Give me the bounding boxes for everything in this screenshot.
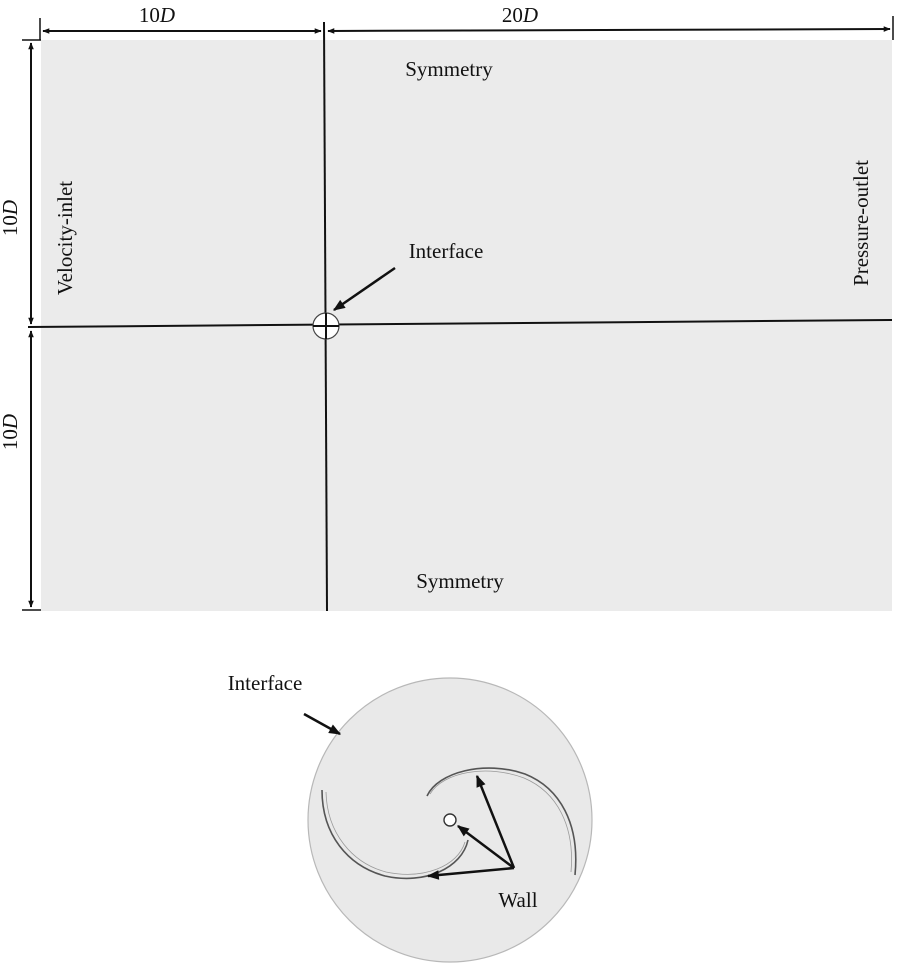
rotor-blade-lower <box>321 789 469 880</box>
dimension-lower-half-number: 10 <box>0 429 22 450</box>
dimension-lower-half-symbol: D <box>0 414 22 430</box>
dimension-upstream-number: 10 <box>139 3 160 27</box>
detail-interface-label: Interface <box>228 671 303 695</box>
wall-arrow-lower-blade <box>426 866 515 880</box>
boundary-inlet-label: Velocity-inlet <box>53 181 77 295</box>
dimension-lower-half: 10D <box>0 330 41 611</box>
dimension-upstream-symbol: D <box>159 3 175 27</box>
detail-interface-arrow <box>303 712 342 736</box>
dimension-upstream: 10D <box>39 3 322 40</box>
svg-text:20D: 20D <box>502 3 538 27</box>
rotor-shaft <box>443 813 457 827</box>
svg-text:10D: 10D <box>139 3 175 27</box>
computational-domain <box>27 21 893 612</box>
wall-label: Wall <box>498 888 537 912</box>
rotor-detail: Wall Interface <box>228 671 593 963</box>
dimension-downstream-number: 20 <box>502 3 523 27</box>
dimension-upper-half-number: 10 <box>0 215 22 236</box>
rotor-blade-upper <box>426 767 577 876</box>
dimension-arrow-downstream <box>327 26 891 34</box>
wall-arrow-upper-blade <box>475 774 516 869</box>
domain-horizontal-centerline <box>27 319 893 328</box>
dimension-upper-half-symbol: D <box>0 200 22 216</box>
svg-text:10D: 10D <box>0 200 22 236</box>
dimension-downstream: 20D <box>327 3 894 40</box>
boundary-outlet-label: Pressure-outlet <box>849 160 873 286</box>
svg-text:10D: 10D <box>0 414 22 450</box>
dimension-downstream-symbol: D <box>522 3 538 27</box>
domain-interface-label: Interface <box>409 239 484 263</box>
wall-arrow-shaft <box>457 825 515 869</box>
dimension-upper-half: 10D <box>0 39 41 325</box>
domain-interface-arrow <box>333 266 396 312</box>
boundary-bottom-label: Symmetry <box>416 569 504 593</box>
boundary-top-label: Symmetry <box>405 57 493 81</box>
